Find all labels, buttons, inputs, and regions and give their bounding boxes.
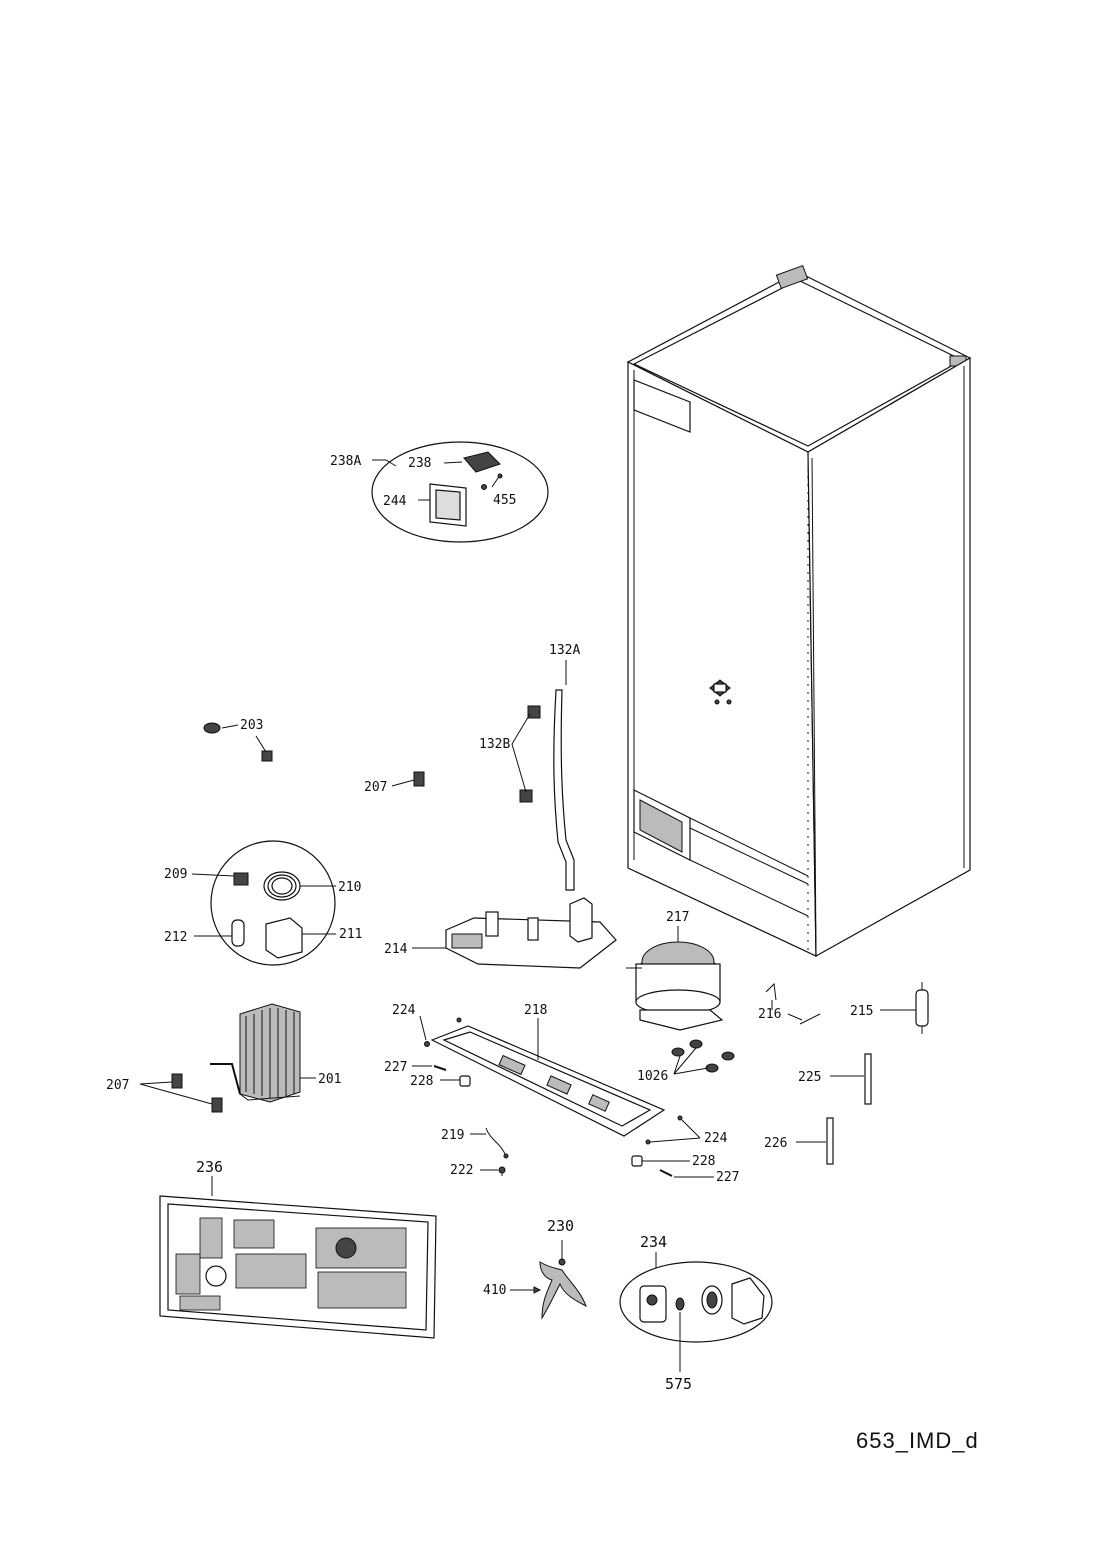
label-226: 226 (764, 1136, 787, 1151)
back-panel-236 (159, 1176, 437, 1339)
label-238: 238 (408, 456, 431, 471)
bubble-power-cord (191, 840, 336, 966)
fridge-cabinet (626, 264, 972, 958)
label-207-pair: 207 (106, 1078, 129, 1093)
label-234: 234 (640, 1233, 667, 1251)
label-217: 217 (666, 910, 689, 925)
label-227-left: 227 (384, 1060, 407, 1075)
tray-214 (412, 897, 617, 969)
label-238A: 238A (330, 454, 361, 469)
wire-219 (470, 1127, 509, 1159)
grommets-1026 (671, 1039, 735, 1075)
label-410: 410 (483, 1283, 506, 1298)
screw-222 (480, 1166, 506, 1176)
base-plate-218 (430, 1018, 666, 1137)
label-207-top: 207 (364, 780, 387, 795)
label-225: 225 (798, 1070, 821, 1085)
label-455: 455 (493, 493, 516, 508)
bushing-207-top (391, 771, 425, 787)
sleeve-228-left (440, 1075, 471, 1087)
pin-227-left (412, 1065, 447, 1071)
part-labels: 238A 238 244 455 132A 132B 203 207 209 2… (106, 454, 873, 1393)
document-code: 653_IMD_d (856, 1428, 979, 1453)
label-132B: 132B (479, 737, 510, 752)
label-214: 214 (384, 942, 408, 957)
label-212: 212 (164, 930, 187, 945)
condenser-201 (210, 1003, 316, 1103)
label-218: 218 (524, 1003, 547, 1018)
feet-203 (203, 722, 273, 762)
label-210: 210 (338, 880, 361, 895)
filter-drier-215 (880, 982, 929, 1034)
sleeve-228-right (631, 1155, 690, 1167)
label-230: 230 (547, 1217, 574, 1235)
label-224-left: 224 (392, 1003, 416, 1018)
screws-224 (419, 1015, 701, 1145)
bubble-238A (371, 441, 549, 543)
label-228-right: 228 (692, 1154, 715, 1169)
label-244: 244 (383, 494, 407, 509)
bubble-fan-motor-234 (619, 1252, 773, 1372)
label-215: 215 (850, 1004, 873, 1019)
drain-hose-132A (553, 660, 575, 891)
label-236: 236 (196, 1158, 223, 1176)
bushings-207-pair (139, 1073, 223, 1113)
label-222: 222 (450, 1163, 473, 1178)
label-575: 575 (665, 1375, 692, 1393)
label-224-right: 224 (704, 1131, 728, 1146)
label-219: 219 (441, 1128, 464, 1143)
tube-225 (830, 1053, 872, 1105)
label-211: 211 (339, 927, 362, 942)
label-1026: 1026 (637, 1069, 668, 1084)
fan-blade-230 (510, 1240, 587, 1320)
clips-132B (511, 705, 541, 803)
label-228-left: 228 (410, 1074, 433, 1089)
label-209: 209 (164, 867, 187, 882)
clamps-216 (765, 982, 821, 1025)
pin-227-right (659, 1169, 714, 1178)
label-216: 216 (758, 1007, 781, 1022)
label-132A: 132A (549, 643, 580, 658)
label-201: 201 (318, 1072, 341, 1087)
tube-226 (796, 1117, 834, 1165)
compressor-217 (626, 926, 724, 1031)
label-203: 203 (240, 718, 263, 733)
label-227-right: 227 (716, 1170, 739, 1185)
